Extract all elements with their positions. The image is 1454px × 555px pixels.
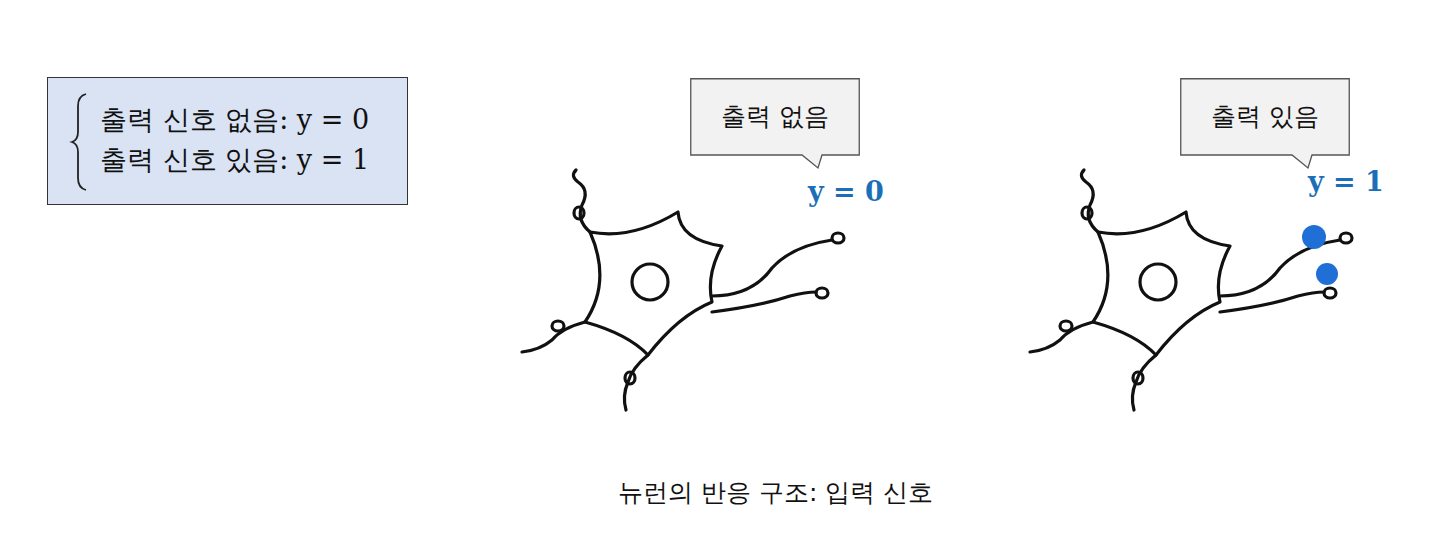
bubble-text: 출력 없음 <box>690 78 860 156</box>
definition-box: 출력 신호 없음: y = 0출력 신호 있음: y = 1 <box>47 77 408 205</box>
output-value: y = 1 <box>1308 166 1384 197</box>
brace <box>68 92 98 192</box>
signal-dot <box>1316 263 1338 285</box>
neuron-off <box>522 170 844 410</box>
speech-bubble: 출력 없음 <box>690 78 860 170</box>
neuron-on <box>1030 170 1352 410</box>
caption: 뉴런의 반응 구조: 입력 신호 <box>618 476 933 509</box>
signal-dot <box>1302 225 1326 249</box>
output-value: y = 0 <box>808 176 884 207</box>
definition-line: 출력 신호 없음: y = 0 <box>100 100 369 140</box>
bubble-text: 출력 있음 <box>1180 78 1350 156</box>
definition-line: 출력 신호 있음: y = 1 <box>100 140 369 180</box>
speech-bubble: 출력 있음 <box>1180 78 1350 170</box>
